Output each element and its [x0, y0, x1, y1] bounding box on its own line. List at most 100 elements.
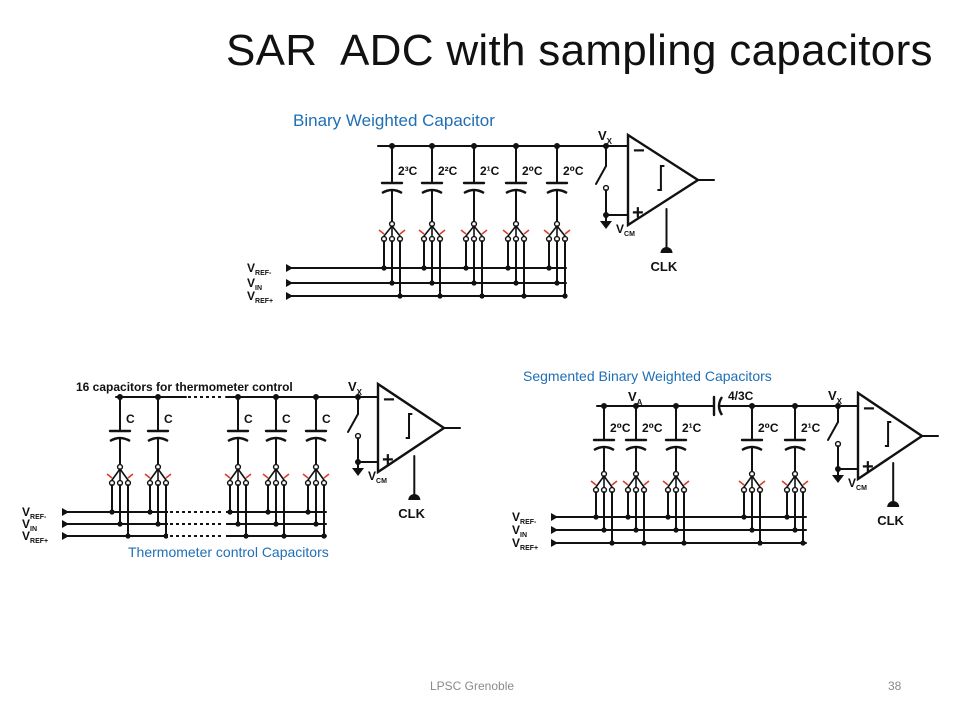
thermometer-header-text: 16 capacitors for thermometer control [76, 380, 293, 394]
capacitor-column: 2⁰C [622, 403, 663, 546]
input-ref-label: VREF- [247, 261, 272, 277]
input-ref-label: VREF+ [247, 289, 273, 305]
switch-arrow-icon [738, 480, 766, 486]
vcm-arrow-icon [832, 475, 844, 483]
junction-dot [601, 403, 607, 409]
switch-arm [743, 475, 753, 488]
junction-dot [554, 143, 560, 149]
capacitor-column: 2³C [378, 143, 418, 299]
clk-label: CLK [398, 506, 425, 521]
switch-arm [423, 225, 433, 237]
switch-arrow-icon [262, 473, 290, 479]
node-vx-label: VX [598, 128, 613, 146]
switch-arm [548, 225, 558, 237]
junction-dot [155, 394, 161, 400]
junction-dot [313, 394, 319, 400]
comparator-minus: − [633, 140, 645, 162]
switch-arrow-icon [460, 229, 488, 235]
capacitor-label: 2¹C [480, 164, 500, 178]
switch-arm [431, 225, 441, 237]
switch-arm [157, 468, 167, 481]
switch-arm [635, 475, 645, 488]
clk-label: CLK [877, 513, 904, 528]
capacitor-column: 2⁰C [543, 143, 584, 299]
switch-arm [507, 225, 517, 237]
junction-dot [471, 143, 477, 149]
input-in-label: VIN [247, 276, 262, 292]
capacitor-label: 2⁰C [642, 421, 663, 435]
footer-text: LPSC Grenoble [430, 679, 515, 693]
switch-arm [465, 225, 475, 237]
switch-arm [627, 475, 637, 488]
vcm-arrow-icon [600, 221, 612, 229]
capacitor-label: C [126, 412, 135, 426]
junction-dot [603, 212, 609, 218]
input-ref-label: VREF- [512, 510, 537, 526]
capacitor-label: C [244, 412, 253, 426]
switch-arm [149, 468, 159, 481]
switch-arm [473, 225, 483, 237]
switch-arrow-icon [543, 229, 571, 235]
switch-arm [307, 468, 317, 481]
thermometer-label: Thermometer control Capacitors [128, 544, 329, 560]
capacitor-column: C [224, 394, 253, 539]
input-ref-label: VREF+ [22, 529, 48, 545]
capacitor-label: 2⁰C [758, 421, 779, 435]
switch-arrow-icon [502, 229, 530, 235]
capacitor-column: 2¹C [781, 403, 821, 546]
junction-dot [749, 403, 755, 409]
switch-arm [667, 475, 677, 488]
junction-dot [117, 394, 123, 400]
hysteresis-icon [657, 165, 665, 191]
switch-arrow-icon [622, 480, 650, 486]
capacitor-label: 2¹C [682, 421, 702, 435]
input-ref-label: VREF+ [512, 536, 538, 552]
capacitor-label: 2⁰C [522, 164, 543, 178]
capacitor-column: C [106, 394, 135, 539]
switch-arm [391, 225, 401, 237]
capacitor-label: C [282, 412, 291, 426]
input-in-label: VIN [22, 517, 37, 533]
switch-arm [383, 225, 393, 237]
clk-label: CLK [651, 259, 678, 274]
slide-title: SAR ADC with sampling capacitors [226, 26, 933, 75]
switch-arm [315, 468, 325, 481]
capacitor-column: C [302, 394, 331, 539]
junction-dot [633, 403, 639, 409]
junction-dot [389, 143, 395, 149]
page-number: 38 [888, 679, 902, 693]
switch-arrow-icon [106, 473, 134, 479]
vcm-label: VCM [616, 222, 635, 238]
comparator-plus: + [382, 449, 394, 471]
input-ref-label: VREF- [22, 505, 47, 521]
switch-arrow-icon [144, 473, 172, 479]
reset-switch [347, 413, 359, 433]
switch-arm [794, 475, 804, 488]
switch-arrow-icon [781, 480, 809, 486]
switch-arrow-icon [224, 473, 252, 479]
capacitor-column: 2⁰C [502, 143, 543, 299]
switch-arrow-icon [418, 229, 446, 235]
junction-dot [513, 143, 519, 149]
hysteresis-icon [884, 421, 892, 447]
clk-terminal-icon [660, 247, 673, 253]
comparator-plus: + [862, 456, 874, 478]
switch-arm [751, 475, 761, 488]
comparator-symbol [856, 390, 925, 482]
capacitor-column: 2⁰C [590, 403, 631, 546]
clk-terminal-icon [408, 494, 421, 500]
junction-dot [835, 466, 841, 472]
capacitor-label: C [164, 412, 173, 426]
switch-arm [237, 468, 247, 481]
capacitor-column: 2¹C [460, 143, 500, 299]
node-vx-label: VX [348, 379, 363, 397]
vcm-label: VCM [368, 469, 387, 485]
segmented-label: Segmented Binary Weighted Capacitors [523, 368, 772, 384]
switch-arm [267, 468, 277, 481]
vcm-arrow-icon [352, 468, 364, 476]
